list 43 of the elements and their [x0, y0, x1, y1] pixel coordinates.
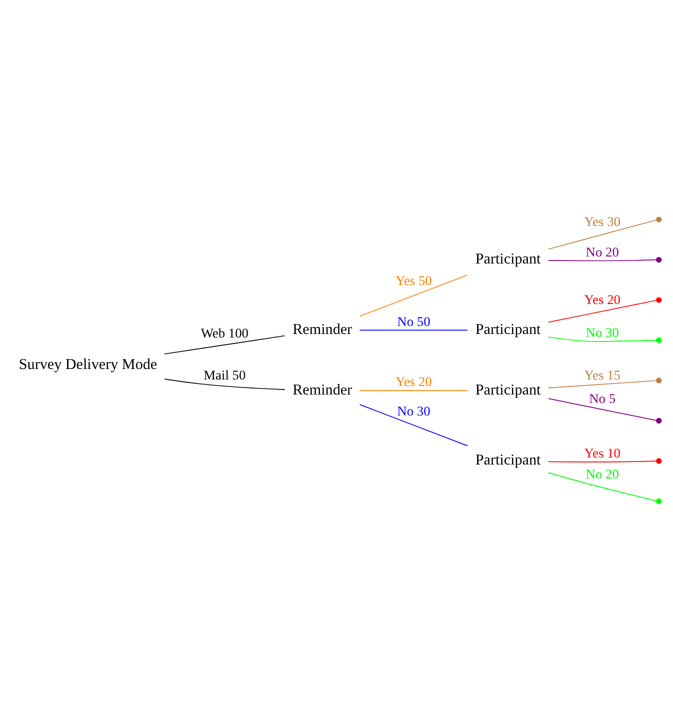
connector: [548, 398, 657, 421]
node-text: Reminder: [292, 382, 352, 398]
edge-label: Yes 50: [396, 272, 432, 288]
edge-label: No 50: [397, 314, 430, 329]
connector: [164, 335, 286, 354]
node-text: Participant: [475, 251, 541, 268]
node-circle: [656, 297, 662, 303]
connector: [548, 380, 657, 388]
node-text: Reminder: [292, 322, 352, 338]
edge-label: No 20: [586, 466, 619, 482]
node-text: Survey Delivery Mode: [18, 357, 158, 374]
node-text: Participant: [475, 382, 541, 398]
edge-label: No 20: [586, 244, 619, 260]
edge-label: No 30: [586, 324, 619, 340]
node-text: Participant: [475, 322, 541, 338]
connector: [359, 390, 468, 391]
connector: [359, 274, 468, 317]
edge-label: Yes 10: [584, 445, 620, 460]
node-circle: [656, 256, 662, 263]
connector: [548, 220, 657, 250]
connector: [359, 404, 468, 446]
node-circle: [656, 216, 662, 222]
edge-label: No 30: [397, 404, 430, 419]
connector: [164, 378, 286, 390]
edge-label: Yes 20: [396, 374, 432, 390]
edge-label: Web 100: [200, 326, 249, 341]
connector: [548, 472, 657, 502]
connector: [359, 330, 468, 331]
node-circle: [656, 458, 662, 464]
node-circle: [656, 418, 662, 424]
edge-label: No 5: [589, 390, 616, 406]
connector: [548, 460, 657, 462]
node-circle: [656, 337, 662, 344]
edge-label: Yes 20: [584, 292, 620, 308]
edge-label: Yes 15: [584, 368, 620, 383]
edge-label: Mail 50: [204, 368, 246, 383]
connector: [548, 300, 657, 323]
connector: [548, 336, 657, 342]
connector: [548, 259, 657, 262]
node-circle: [656, 378, 662, 384]
edge-label: Yes 30: [584, 214, 620, 230]
node-circle: [656, 498, 662, 504]
node-text: Participant: [475, 452, 541, 469]
